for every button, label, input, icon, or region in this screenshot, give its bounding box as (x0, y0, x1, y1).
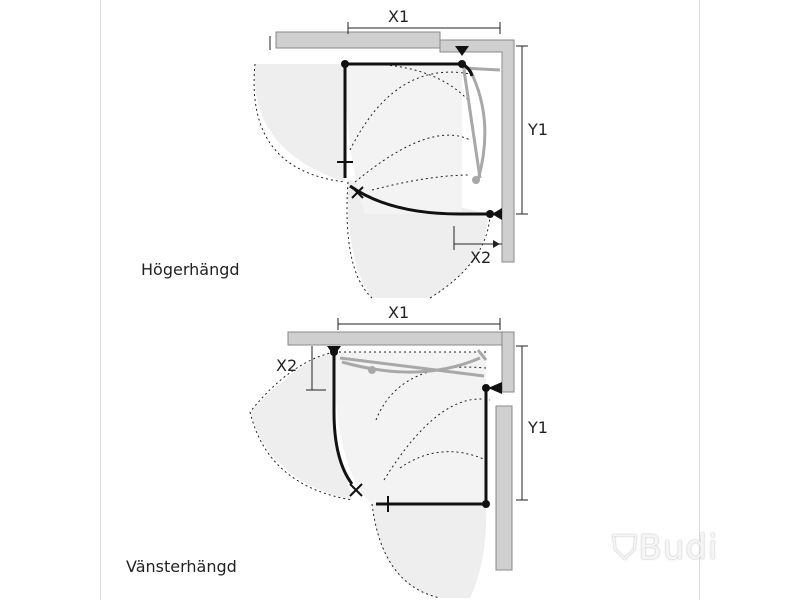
top-swing-arcs (253, 63, 491, 299)
bottom-top-swing-area (250, 352, 334, 412)
bottom-right-wall (495, 405, 513, 571)
bottom-x2-label: X2 (276, 356, 298, 375)
bottom-corner-wall (501, 331, 515, 393)
bottom-back-wall (287, 331, 515, 346)
top-y1-label: Y1 (528, 120, 548, 139)
top-left-swing-area (254, 64, 345, 182)
top-frame-joint (458, 60, 466, 68)
top-ghost-hinge (472, 176, 480, 184)
bottom-left-swing-area (250, 412, 352, 500)
bottom-dimension-lines (306, 318, 528, 501)
top-frame-marks (337, 161, 364, 199)
top-x1-label: X1 (388, 7, 410, 26)
top-frame-joint (486, 210, 494, 218)
top-hinge-bracket (455, 46, 469, 56)
bottom-shower-frame (332, 352, 488, 506)
bottom-x1-label: X1 (388, 303, 410, 322)
bottom-y1-label: Y1 (528, 418, 548, 437)
top-corner-wall (439, 39, 515, 263)
right-border-line (699, 0, 700, 600)
bottom-inner-area (334, 352, 486, 504)
bottom-variant-drawing (249, 318, 528, 599)
top-variant-drawing (253, 22, 528, 299)
left-border-line (100, 0, 101, 600)
top-frame-joint (341, 60, 349, 68)
watermark-logo: ⛉Budi (612, 528, 718, 568)
top-inner-area (345, 64, 462, 214)
shield-icon: ⛉ (612, 528, 639, 568)
bottom-frame-marks (349, 483, 389, 512)
bottom-ghost-door (339, 349, 488, 378)
bottom-ghost-hinge (368, 366, 376, 374)
top-wall-bracket (492, 208, 502, 220)
bottom-wall-bracket (488, 382, 502, 394)
bottom-frame-joint (482, 384, 490, 392)
bottom-frame-joint (482, 500, 490, 508)
top-ghost-door (461, 66, 501, 181)
watermark-text: Budi (638, 528, 719, 568)
bottom-hinge-bracket (327, 346, 341, 356)
bottom-variant-label: Vänsterhängd (126, 557, 237, 576)
bottom-lower-swing-area (372, 504, 487, 598)
top-variant-label: Högerhängd (141, 260, 240, 279)
top-x2-arrow (493, 240, 500, 248)
bottom-swing-arcs (249, 351, 491, 599)
top-left-wall (275, 31, 441, 49)
top-x2-label: X2 (470, 248, 492, 267)
